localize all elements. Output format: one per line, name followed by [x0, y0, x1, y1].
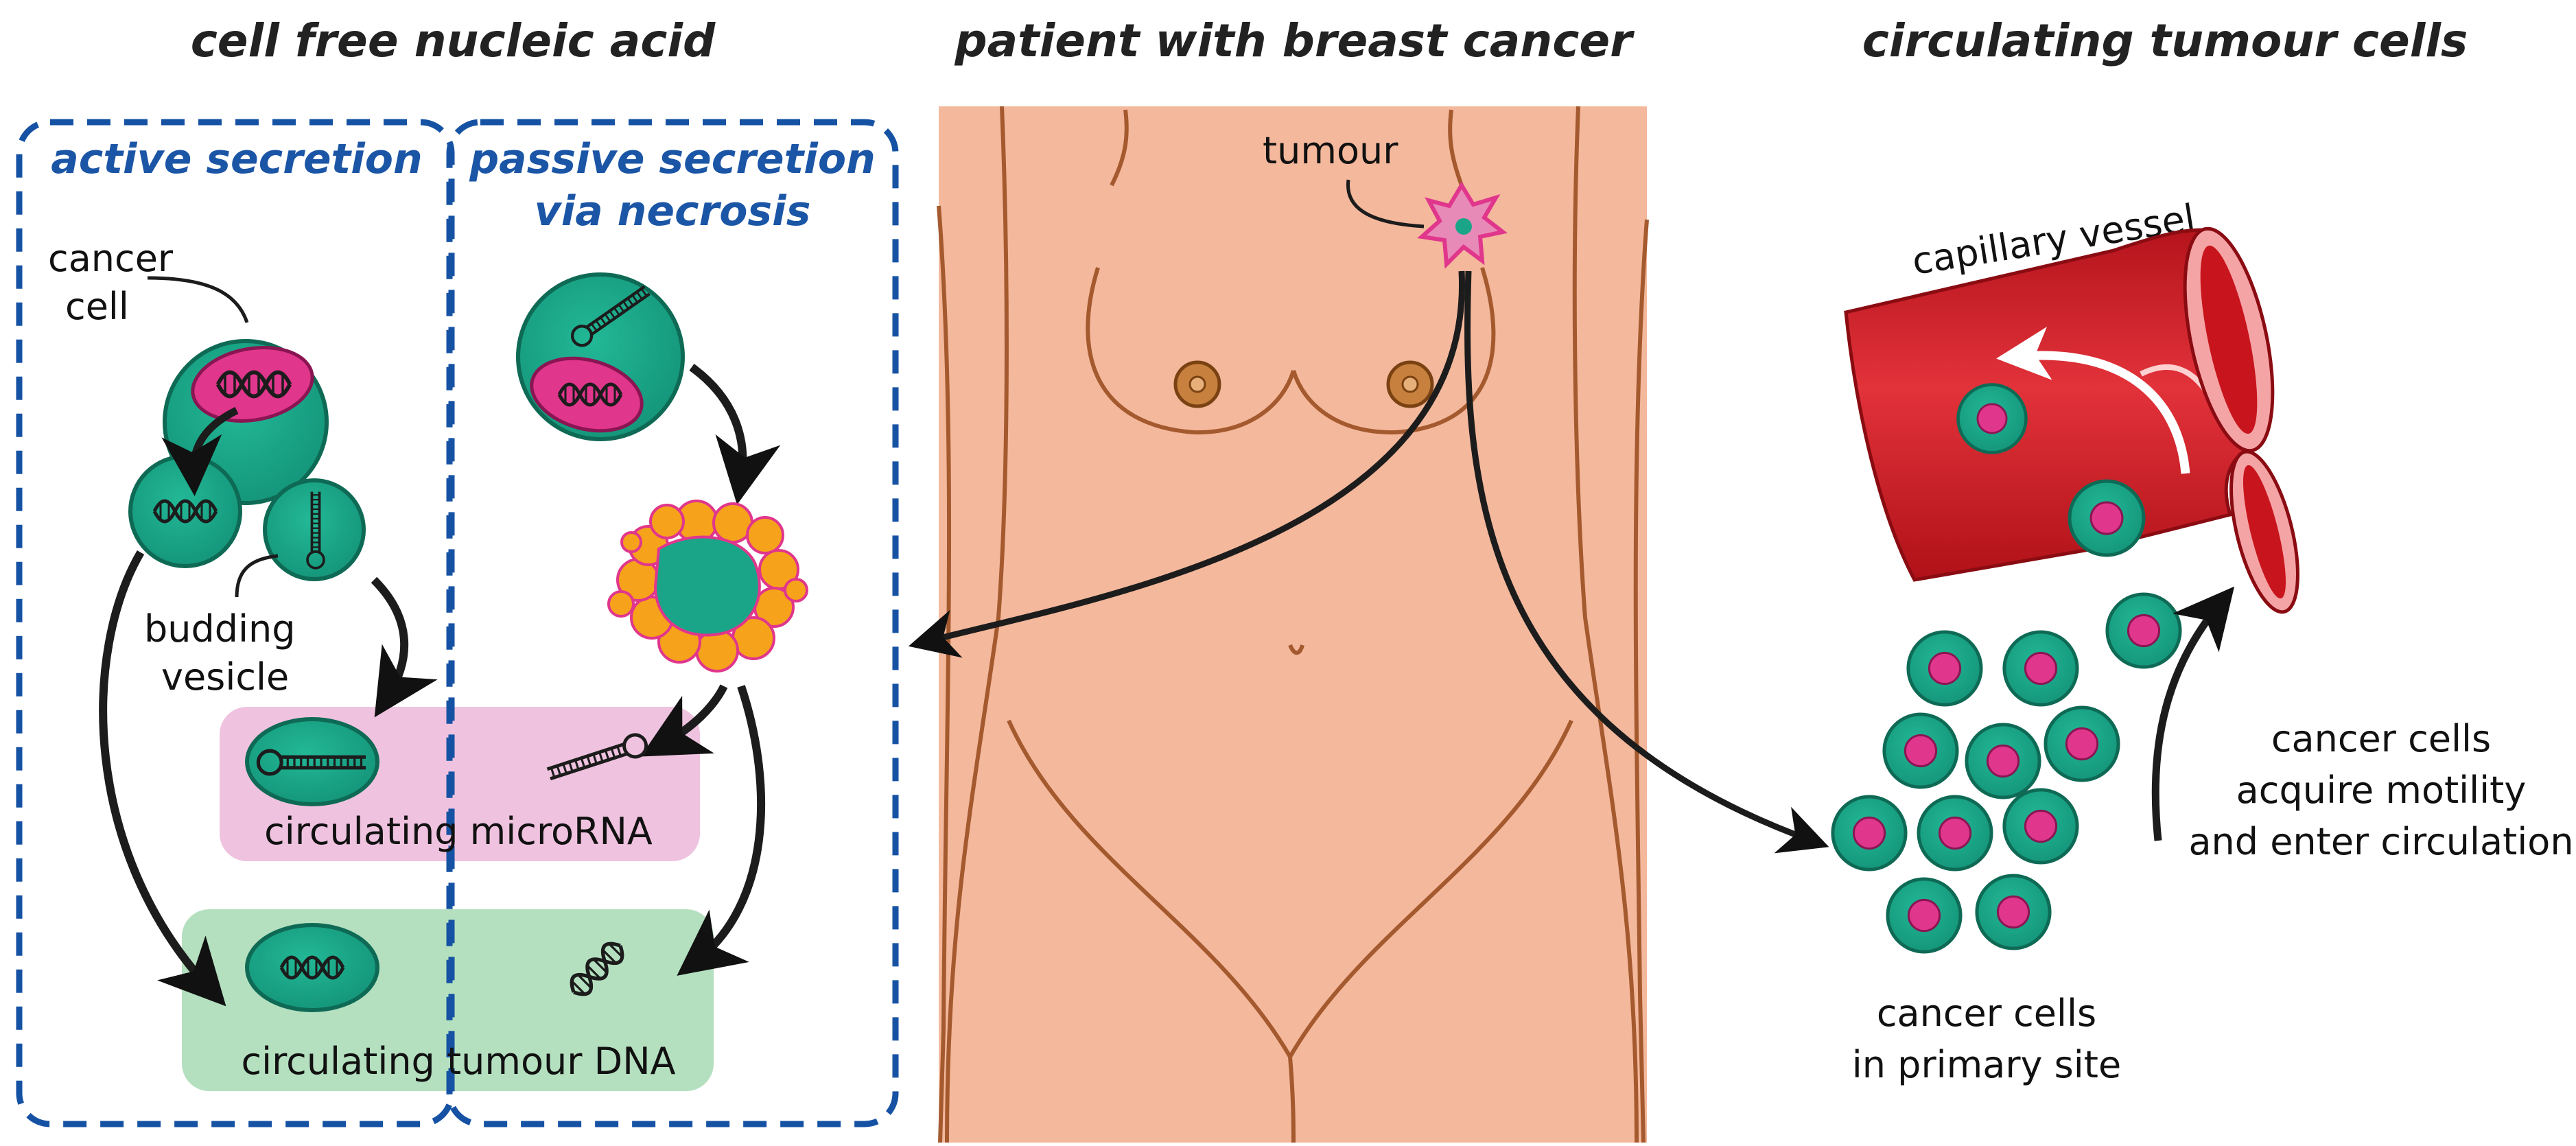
necrosis-debris: [607, 500, 808, 673]
nipples: [1173, 360, 1434, 408]
primary-site-label-2: in primary site: [1852, 1043, 2121, 1086]
budding-vesicle-dna: [128, 454, 242, 568]
tumour-label: tumour: [1263, 129, 1398, 172]
passive-secretion-label-2: via necrosis: [535, 187, 811, 235]
motility-label-2: acquire motility: [2236, 769, 2527, 812]
exosome-dna: [245, 923, 379, 1012]
active-cancer-cell: [128, 339, 366, 581]
tumour-center: [1455, 218, 1472, 235]
capillary-vessel: [1844, 226, 2299, 614]
arrow-to-necrosis: [689, 364, 781, 505]
title-cell-free-nucleic-acid: cell free nucleic acid: [191, 14, 716, 67]
title-patient-with-breast-cancer: patient with breast cancer: [954, 14, 1635, 67]
arrow-tumour-to-nucleic-acid: [908, 270, 1465, 658]
arrow-nucleus-to-vesicle: [161, 407, 239, 496]
motility-label-3: and enter circulation: [2188, 820, 2573, 863]
necrotic-cancer-cell: [516, 272, 685, 441]
detaching-cell: [2107, 594, 2180, 667]
budding-vesicle-pointer: [235, 554, 279, 598]
passive-secretion-box: [446, 119, 899, 1127]
arrow-to-dna: [99, 550, 226, 1007]
circulating-tumour-dna-label: circulating tumour DNA: [241, 1040, 675, 1083]
cancer-cell-label-1: cancer: [48, 237, 174, 280]
cancer-cell-pointer: [147, 276, 249, 323]
motility-label-1: cancer cells: [2271, 717, 2491, 760]
passive-secretion-label-1: passive secretion: [469, 135, 876, 183]
exosome-microrna: [245, 717, 379, 806]
primary-site-cells: [1833, 594, 2180, 952]
arrow-to-microrna: [371, 576, 438, 718]
circulating-cell-2: [2070, 481, 2144, 555]
blood-flow-arrow: [1996, 327, 2190, 474]
active-secretion-label: active secretion: [51, 135, 422, 183]
arrow-necrosis-to-dna: [677, 685, 766, 976]
arrow-necrosis-to-microrna: [640, 684, 728, 757]
budding-vesicle-microrna: [263, 478, 366, 581]
budding-vesicle-label-1: budding: [144, 607, 296, 651]
circulating-microrna-label: circulating microRNA: [264, 810, 653, 853]
tumour-pointer: [1346, 179, 1425, 229]
budding-vesicle-label-2: vesicle: [161, 655, 289, 699]
primary-site-label-1: cancer cells: [1877, 992, 2096, 1035]
arrow-tumour-to-primary-site: [1464, 270, 1829, 854]
skin-background: [939, 106, 1647, 1143]
cancer-cell-label-2: cell: [65, 285, 129, 328]
body-outline: [937, 106, 1649, 1143]
arrow-enter-circulation: [2151, 586, 2235, 841]
title-circulating-tumour-cells: circulating tumour cells: [1862, 14, 2468, 67]
active-secretion-box: [16, 119, 455, 1127]
circulating-cell-1: [1958, 385, 2026, 453]
